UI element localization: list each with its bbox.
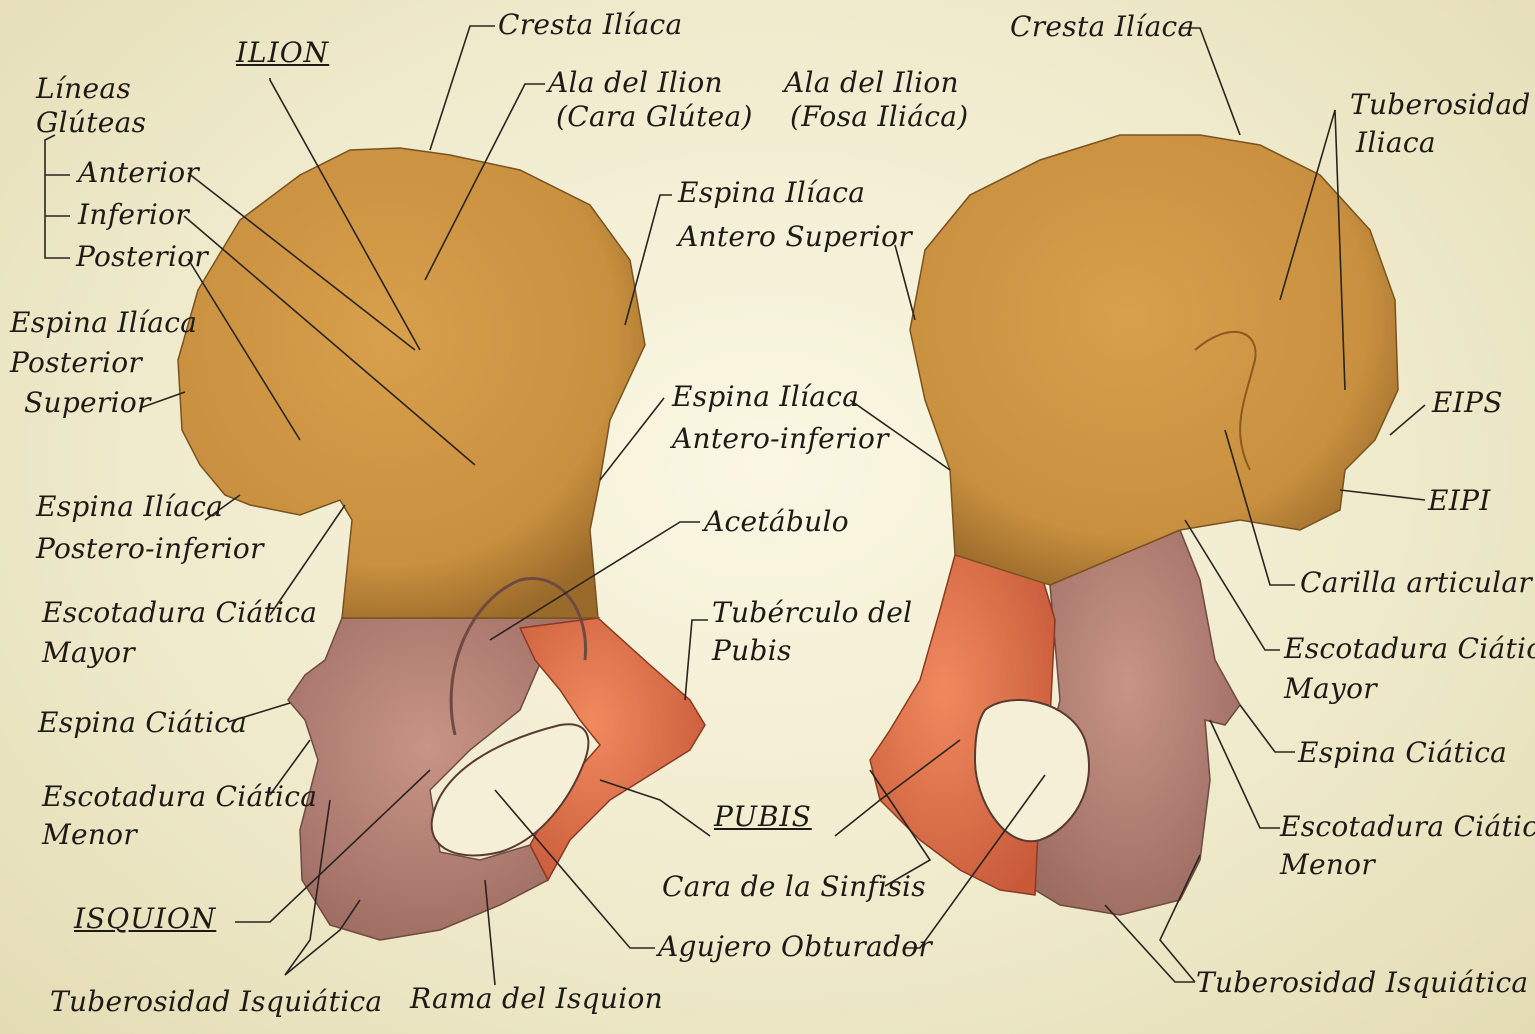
label-esc-menor-right-1: Escotadura Ciática	[1280, 810, 1535, 844]
leader-tuber-isq-right	[1105, 905, 1195, 982]
label-cresta-iliaca-right: Cresta Ilíaca	[1010, 10, 1195, 44]
label-esc-menor-left-1: Escotadura Ciática	[42, 780, 317, 814]
leader-eias-right	[895, 245, 915, 320]
label-esc-mayor-left-2: Mayor	[42, 636, 317, 670]
label-eips-left-3: Superior	[24, 386, 197, 420]
label-ala-ilion-right: Ala del Ilion (Fosa Iliáca)	[784, 66, 969, 134]
label-inferior: Inferior	[78, 198, 189, 232]
label-eipi-left: Espina Ilíaca Postero-inferior	[36, 490, 264, 566]
label-eips-left-2: Posterior	[10, 346, 197, 380]
label-eipi-left-2: Postero-inferior	[36, 532, 264, 566]
label-esc-mayor-right-2: Mayor	[1284, 672, 1535, 706]
label-esc-menor-left-2: Menor	[42, 818, 317, 852]
label-esc-mayor-right-1: Escotadura Ciática	[1284, 632, 1535, 666]
label-esc-menor-right: Escotadura Ciática Menor	[1280, 810, 1535, 882]
leader-cresta-right	[1180, 28, 1240, 135]
label-lineas-gluteas: Líneas Glúteas	[36, 72, 146, 140]
label-cara-sinfisis: Cara de la Sinfisis	[662, 870, 926, 904]
label-eips-left: Espina Ilíaca Posterior Superior	[10, 306, 197, 420]
leader-cresta-left	[430, 26, 495, 150]
label-eias-left-2: Antero Superior	[678, 220, 912, 254]
label-tuberosidad-iliaca: Tuberosidad Iliaca	[1350, 88, 1531, 160]
label-ala-ilion-left: Ala del Ilion (Cara Glútea)	[548, 66, 753, 134]
label-tuberculo-2: Pubis	[712, 634, 912, 668]
label-tuberculo-pubis: Tubérculo del Pubis	[712, 596, 912, 668]
label-agujero-obturador: Agujero Obturador	[658, 930, 932, 964]
right-hip-bone	[870, 135, 1398, 915]
label-espina-ciatica-right: Espina Ciática	[1298, 736, 1507, 770]
leader-lineas-bracket	[45, 135, 70, 258]
leader-eipi-right	[1340, 490, 1425, 500]
label-esc-menor-left: Escotadura Ciática Menor	[42, 780, 317, 852]
leader-espina-ciatica-right	[1240, 705, 1295, 752]
label-espina-ciatica-left: Espina Ciática	[38, 706, 247, 740]
label-esc-menor-right-2: Menor	[1280, 848, 1535, 882]
label-isquion: ISQUION	[74, 902, 216, 936]
label-esc-mayor-left-1: Escotadura Ciática	[42, 596, 317, 630]
label-tuberosidad-iliaca-2: Iliaca	[1356, 126, 1531, 160]
label-ilion: ILION	[236, 36, 329, 70]
label-eipi-right: EIPI	[1428, 484, 1491, 518]
label-pubis: PUBIS	[714, 800, 812, 834]
label-ala-ilion-right-1: Ala del Ilion	[784, 66, 969, 100]
label-ala-ilion-left-2: (Cara Glútea)	[556, 100, 753, 134]
label-eiai-left-1: Espina Ilíaca	[672, 380, 889, 414]
label-posterior: Posterior	[76, 240, 208, 274]
label-rama-isquion: Rama del Isquion	[410, 982, 663, 1016]
label-tuberosidad-iliaca-1: Tuberosidad	[1350, 88, 1531, 122]
label-tuberculo-1: Tubérculo del	[712, 596, 912, 630]
label-esc-mayor-left: Escotadura Ciática Mayor	[42, 596, 317, 670]
label-cresta-iliaca-left: Cresta Ilíaca	[498, 8, 683, 42]
label-eipi-left-1: Espina Ilíaca	[36, 490, 264, 524]
label-eias-left: Espina Ilíaca Antero Superior	[678, 176, 912, 254]
label-anterior: Anterior	[78, 156, 199, 190]
label-ala-ilion-left-1: Ala del Ilion	[548, 66, 753, 100]
label-lineas-2: Glúteas	[36, 106, 146, 140]
label-tuberosidad-isq-left: Tuberosidad Isquiática	[50, 985, 382, 1019]
label-ala-ilion-right-2: (Fosa Iliáca)	[790, 100, 969, 134]
leader-eips-right	[1390, 405, 1425, 435]
label-esc-mayor-right: Escotadura Ciática Mayor	[1284, 632, 1535, 706]
label-carilla-articular: Carilla articular	[1300, 566, 1532, 600]
label-tuberosidad-isq-right: Tuberosidad Isquiática	[1196, 966, 1528, 1000]
label-eips-left-1: Espina Ilíaca	[10, 306, 197, 340]
label-eips-right: EIPS	[1432, 386, 1503, 420]
label-acetabulo: Acetábulo	[704, 505, 849, 539]
leader-tuberculo	[685, 620, 708, 700]
label-eiai-left-2: Antero-inferior	[672, 422, 889, 456]
leader-esc-menor-right	[1210, 720, 1280, 828]
label-eias-left-1: Espina Ilíaca	[678, 176, 912, 210]
label-lineas-1: Líneas	[36, 72, 146, 106]
right-ilium-region	[910, 135, 1398, 585]
label-eiai-left: Espina Ilíaca Antero-inferior	[672, 380, 889, 456]
